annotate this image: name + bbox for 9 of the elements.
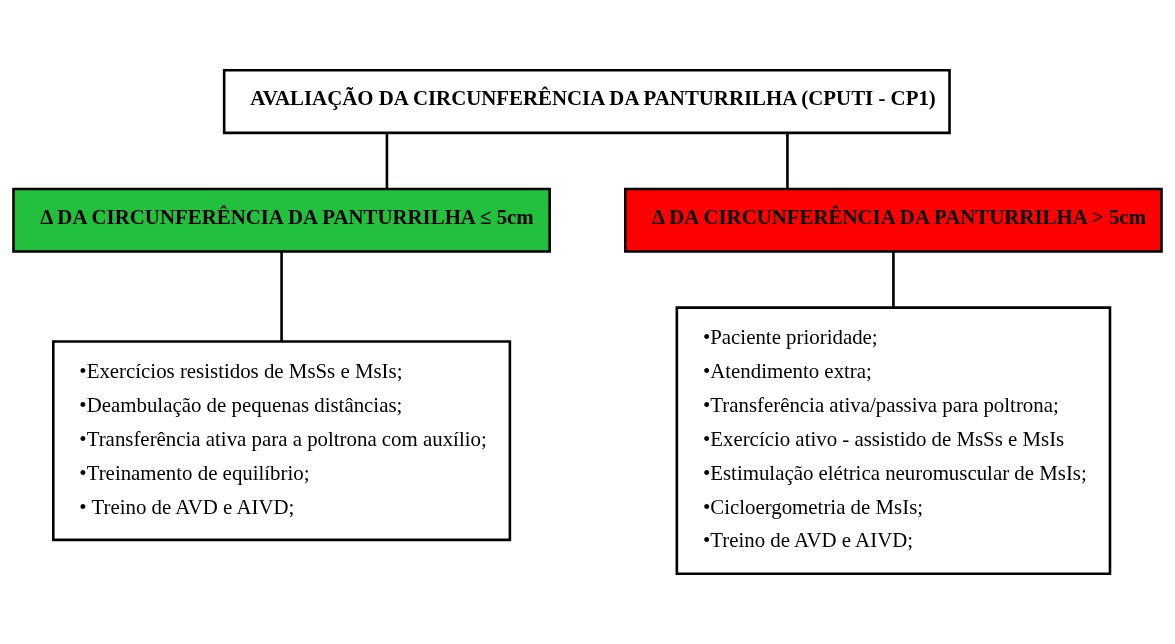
connector (786, 133, 789, 189)
connector (280, 251, 283, 342)
connector (385, 133, 389, 189)
connector (892, 251, 895, 308)
node-box: •Paciente prioridade; •Atendimento extra; •Transferência ativa/passiva para poltrona; •Exercício ativo - assistido de MsSs e MsIs •Estimulação elétrica neuromuscular de MsIs; •Cicloergometria de MsIs; •Treino de AVD e AIVD; (675, 306, 1112, 576)
node-box: AVALIAÇÃO DA CIRCUNFERÊNCIA DA PANTURRILHA (CPUTI - CP1) (222, 68, 951, 135)
node-box: Δ DA CIRCUNFERÊNCIA DA PANTURRILHA > 5cm (624, 187, 1163, 253)
node-box: •Exercícios resistidos de MsSs e MsIs; •Deambulação de pequenas distâncias; •Transferência ativa para a poltrona com auxílio; •Treinamento de equilíbrio; • Treino de AVD e AIVD; (51, 340, 512, 542)
node-box: Δ DA CIRCUNFERÊNCIA DA PANTURRILHA ≤ 5cm (12, 187, 551, 253)
